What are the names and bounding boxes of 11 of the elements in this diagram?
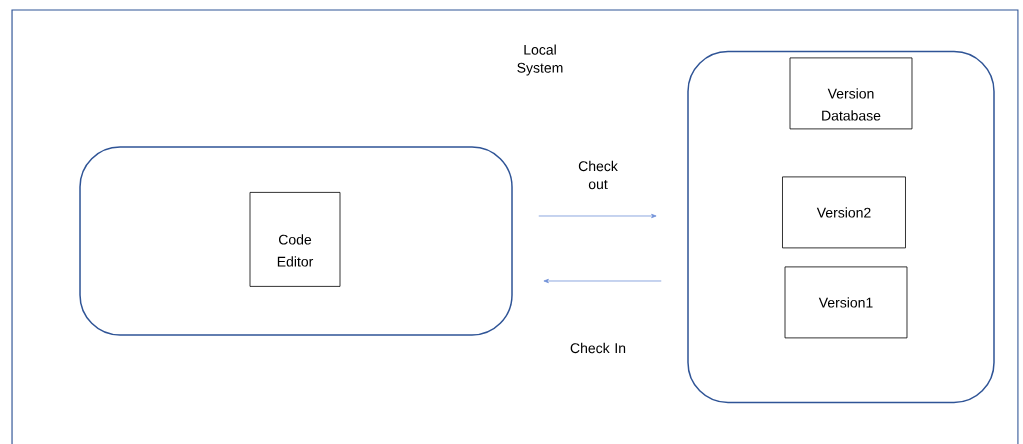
label-box: Version Database — [789, 57, 913, 130]
arrow — [543, 278, 662, 284]
edge-label: Check out — [566, 159, 630, 191]
arrow — [538, 213, 657, 219]
rounded-box — [79, 146, 513, 336]
label-box: Version2 — [782, 176, 906, 249]
rounded-box — [687, 50, 995, 404]
edge-label: Check In — [566, 341, 630, 355]
label-box: Code Editor — [249, 192, 341, 287]
frame-title: Local System — [517, 44, 563, 76]
label-box: Version1 — [784, 266, 908, 339]
